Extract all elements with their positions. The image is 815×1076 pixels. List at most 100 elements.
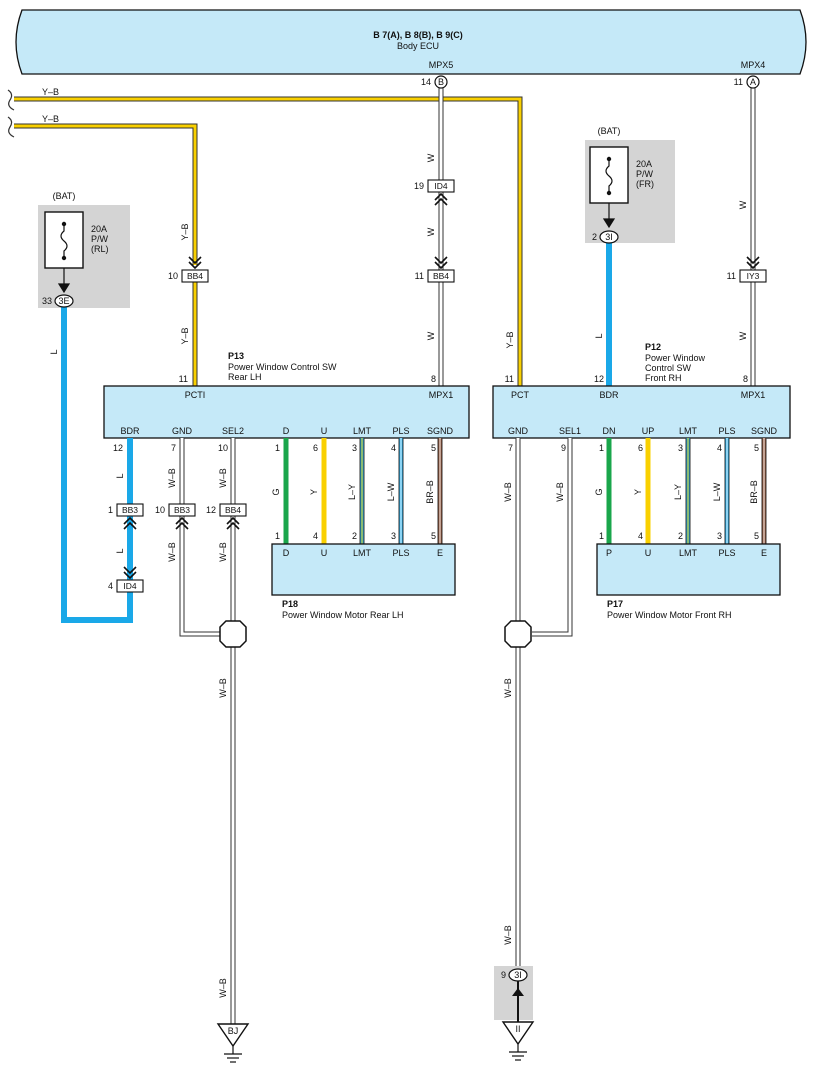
p17-box (596, 543, 781, 596)
p12-name-3: Front RH (645, 373, 682, 383)
wire-label-wb-5: W–B (218, 678, 228, 698)
chevrons-yb-left (188, 256, 202, 270)
connector-bb4-mid (427, 269, 455, 283)
wire-label-brb-1: BR–B (425, 480, 435, 504)
p13-signal-wires (283, 438, 443, 544)
p18-term-u: U (321, 548, 328, 558)
wire-label-w-2: W (426, 227, 436, 236)
wire-label-wb-2: W–B (167, 542, 177, 562)
p18-name: Power Window Motor Rear LH (282, 610, 404, 620)
wire-label-y-2: Y (633, 489, 643, 495)
splice-right (504, 620, 532, 648)
connector-bb4-c-label: BB4 (225, 505, 241, 515)
p17-id: P17 (607, 599, 623, 609)
body-ecu-box (15, 9, 807, 75)
chevrons-bb3-b (175, 516, 189, 530)
p13-pin-mpx1: 8 (431, 374, 436, 384)
p12-id: P12 (645, 342, 661, 352)
p12-pin-pls: 4 (717, 443, 722, 453)
wire-label-w-3: W (426, 331, 436, 340)
wire-label-w-4: W (738, 200, 748, 209)
connector-bb3-b-label: BB3 (174, 505, 190, 515)
top-yb-wires (7, 89, 523, 386)
fuse-rl-icon (57, 221, 71, 294)
p17-pin-p: 1 (599, 531, 604, 541)
splice-left (219, 620, 247, 648)
p13-term-d: D (283, 426, 290, 436)
wire-label-w-5: W (738, 331, 748, 340)
p17-term-e: E (761, 548, 767, 558)
p17-pin-u: 4 (638, 531, 643, 541)
connector-bb4-mid-pin: 11 (415, 271, 424, 281)
p12-term-sel1: SEL1 (559, 426, 581, 436)
p18-id: P18 (282, 599, 298, 609)
fuse-rl-connector-label: 3E (58, 296, 69, 306)
p18-pin-u: 4 (313, 531, 318, 541)
p13-name-1: Power Window Control SW (228, 362, 337, 372)
connector-bb4-mid-label: BB4 (433, 271, 449, 281)
fuse-fr-pin: 2 (592, 232, 597, 242)
fuse-fr-sub: (FR) (636, 179, 654, 189)
p12-pin-lmt: 3 (678, 443, 683, 453)
wire-label-wb-9: W–B (503, 925, 513, 945)
connector-bb3-b (168, 503, 196, 517)
connector-bb3-b-pin: 10 (155, 505, 165, 515)
wire-label-lw-2: L–W (712, 482, 722, 501)
mpx5-connector: B (438, 77, 444, 87)
p17-term-lmt: LMT (679, 548, 698, 558)
body-ecu-subtitle: Body ECU (397, 41, 439, 51)
ground-ii-label: II (515, 1024, 520, 1034)
mpx5-pin-circle (434, 75, 448, 89)
wire-label-g-2: G (594, 488, 604, 495)
p17-term-p: P (606, 548, 612, 558)
p12-pin-pct: 11 (505, 374, 514, 384)
p12-term-sgnd: SGND (751, 426, 778, 436)
p13-term-u: U (321, 426, 328, 436)
p13-pin-d: 1 (275, 443, 280, 453)
p17-pin-pls: 3 (717, 531, 722, 541)
p13-pin-pls: 4 (391, 443, 396, 453)
p17-pin-e: 5 (754, 531, 759, 541)
p13-name-2: Rear LH (228, 372, 262, 382)
connector-bb3-a-label: BB3 (122, 505, 138, 515)
p12-term-lmt: LMT (679, 426, 698, 436)
connector-id4-low-label: ID4 (123, 581, 137, 591)
p12-name-2: Control SW (645, 363, 692, 373)
connector-bb3-a-pin: 1 (108, 505, 113, 515)
connector-iy3-pin: 11 (727, 271, 736, 281)
p12-term-bdr: BDR (599, 390, 619, 400)
wire-label-l-3: L (115, 473, 125, 478)
ground-bj-label: BJ (228, 1026, 239, 1036)
p17-pin-lmt: 2 (678, 531, 683, 541)
wire-label-brb-2: BR–B (749, 480, 759, 504)
top-wire-label-2: Y–B (42, 114, 59, 124)
fuse-rl-wire (61, 305, 133, 623)
p13-pin-bdr: 12 (113, 443, 123, 453)
wire-label-wb-1: W–B (167, 468, 177, 488)
fuse-fr-icon (602, 156, 616, 229)
wire-label-yb-3: Y–B (505, 331, 515, 348)
p13-pin-u: 6 (313, 443, 318, 453)
connector-bb4-c (219, 503, 247, 517)
wire-label-y-1: Y (309, 489, 319, 495)
chevrons-bb3-a (123, 516, 137, 530)
connector-bb4-left-label: BB4 (187, 271, 203, 281)
wire-label-wb-3: W–B (218, 468, 228, 488)
p13-term-gnd: GND (172, 426, 193, 436)
connector-bb4-left-pin: 10 (168, 271, 178, 281)
connector-bb4-c-pin: 12 (206, 505, 216, 515)
fuse-fr-source: (BAT) (598, 126, 621, 136)
p12-name-1: Power Window (645, 353, 706, 363)
p12-sel1-wire (532, 438, 573, 637)
p13-term-sgnd: SGND (427, 426, 454, 436)
p12-pin-gnd: 7 (508, 443, 513, 453)
p17-name: Power Window Motor Front RH (607, 610, 732, 620)
fuse-fr-connector (599, 230, 619, 244)
p13-id: P13 (228, 351, 244, 361)
connector-id4-low-pin: 4 (108, 581, 113, 591)
p12-signal-wires (606, 438, 767, 544)
connector-bb3-a (116, 503, 144, 517)
top-wire-label-1: Y–B (42, 87, 59, 97)
ground-ii-symbol (501, 1021, 535, 1061)
